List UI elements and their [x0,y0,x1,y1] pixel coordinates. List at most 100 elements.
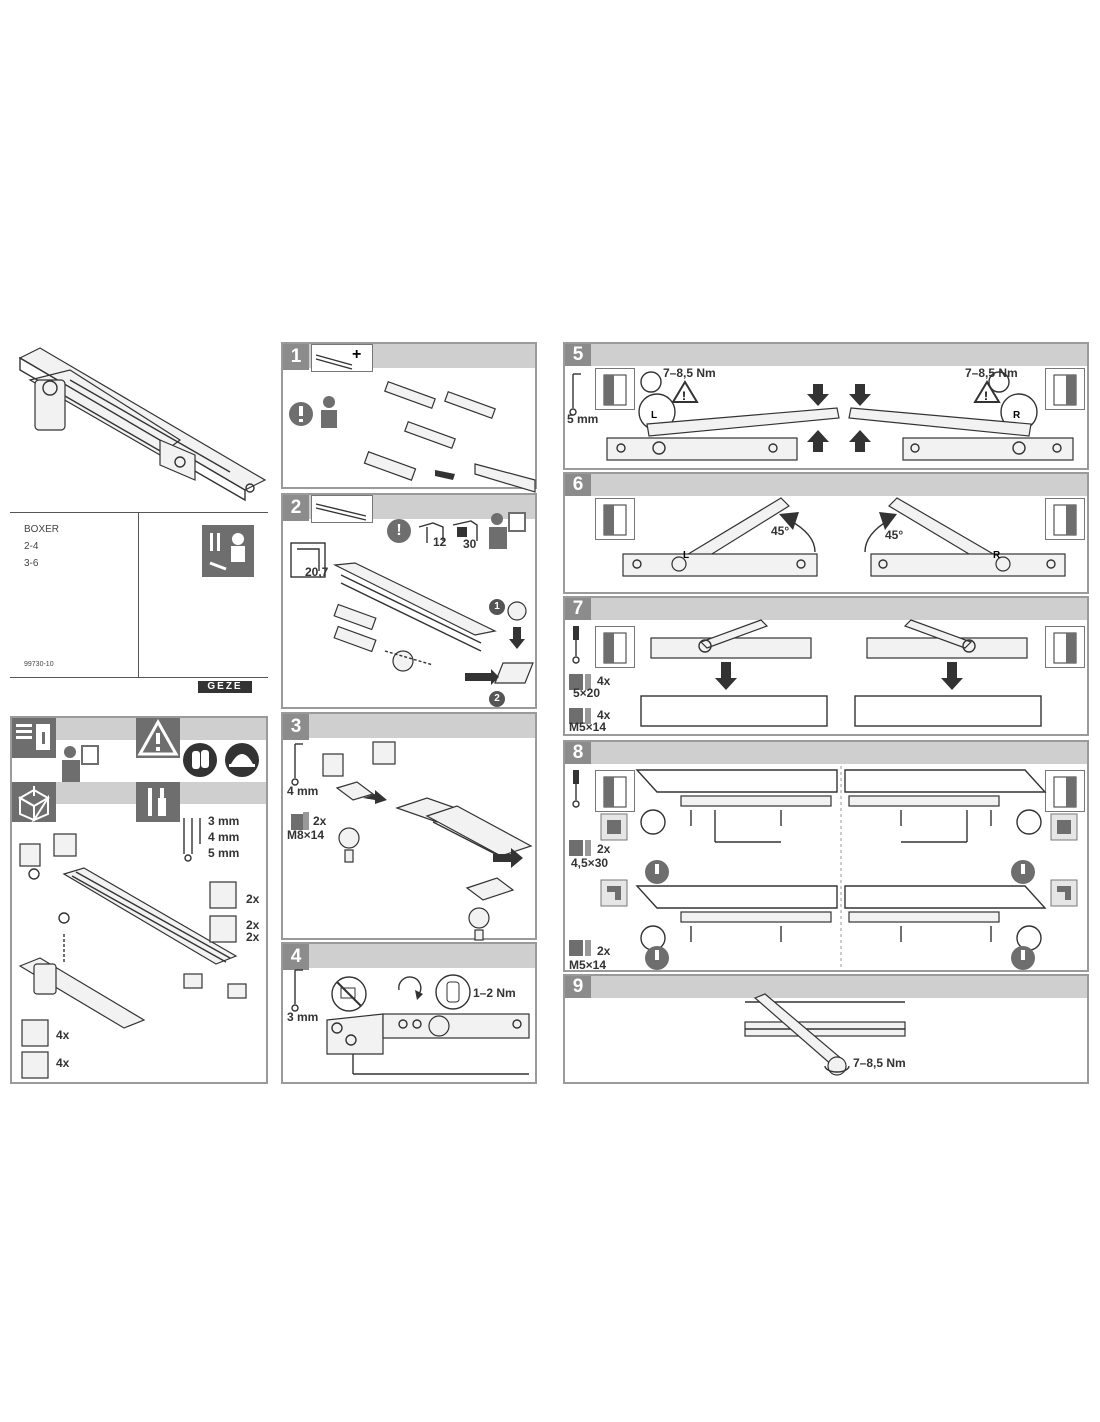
step-5-number: 5 [565,344,591,366]
hex-key-icon [183,818,201,862]
step-3-drawing [322,741,533,941]
rail-screw-count-1: 2x [246,892,260,906]
step-3-band [283,714,535,738]
step-1-drawing [289,380,536,493]
step-8-panel: 8 2x 4,5×30 2x M5×14 [563,740,1089,972]
product-size-2: 3-6 [24,558,39,569]
attention-icon: ! [387,519,411,543]
step-9-number: 9 [565,976,591,998]
brand-logo: GEZE [198,681,252,693]
step-7-count-a: 4x [597,674,611,688]
step-8-drawing [635,766,1047,972]
cover-product-illustration [10,340,270,510]
step-8-size-a: 4,5×30 [571,856,609,870]
step-3-number: 3 [283,714,309,740]
step-5-panel: 5 5 mm 7–8,5 Nm 7–8,5 Nm ! L ! R [563,342,1089,470]
step-5-drawing: ! L ! R [606,371,1074,461]
installer-tools-icon [202,525,254,577]
step-7-panel: 7 4x 5×20 4x M5×14 [563,596,1089,736]
screw-pack-icon-8b [569,940,591,956]
svg-text:!: ! [682,389,686,403]
step-2-number: 2 [283,495,309,521]
step-7-band [565,598,1087,620]
door-right-icon-6 [1045,498,1085,540]
dim-12-profile-icon [418,522,444,543]
tool-size-3mm: 3 mm [208,814,240,828]
door-right-icon [1045,368,1085,410]
rail-plus-parts-box: + [311,344,373,372]
step-8-size-b: M5×14 [569,958,607,972]
step-9-panel: 9 7–8,5 Nm [563,974,1089,1084]
step-3-screw-size: M8×14 [287,828,325,842]
document-number: 99730-10 [24,661,54,668]
step-9-torque: 7–8,5 Nm [853,1056,906,1070]
step-1-number: 1 [283,344,309,370]
instruction-book-icon [12,718,56,758]
step-7-drawing [640,619,1042,727]
hex-key-icon-4 [291,969,303,1012]
warning-triangle-icon [136,718,180,758]
gloves-icon [182,742,218,778]
side-label-right: R [1013,410,1021,421]
reading-person-icon [60,744,104,784]
prep-parts-drawing [18,833,247,1079]
tool-size-4mm: 4 mm [208,830,240,844]
step-7-size-a: 5×20 [573,686,601,700]
step-7-count-b: 4x [597,708,611,722]
screwdriver-icon-7 [572,626,580,664]
end-cap-icon-left [600,879,628,907]
cover-divider-top [10,512,268,513]
rail-screw-count-2: 2x [246,918,260,932]
step-9-drawing [744,993,906,1076]
step-4-tool-size: 3 mm [287,1010,319,1024]
svg-text:!: ! [984,389,988,403]
step-6-angle-left: 45° [771,524,790,538]
reading-person-icon-2 [489,512,526,549]
profile-20-7-icon [290,542,326,578]
step-8-count-a: 2x [597,842,611,856]
screw-pack-icon-7a [569,674,591,690]
door-right-icon-7 [1045,626,1085,668]
screw-pack-icon-8a [569,840,591,856]
dim-30-profile-icon [452,520,478,541]
side-label-left: L [651,410,657,421]
step-6-band [565,474,1087,496]
unpack-box-icon [12,782,56,823]
door-left-icon-6 [595,498,635,540]
step-6-drawing: L R [622,497,1066,577]
step-3-screw-count: 2x [313,814,327,828]
sequence-badge-2: 2 [489,691,505,707]
step-2-drawing [332,562,534,685]
tighten-arrow-icon [398,976,423,1000]
sequence-badge-1: 1 [489,599,505,615]
step-7-size-b: M5×14 [569,720,607,734]
dimension-30: 30 [463,537,477,551]
body-screw-count-2: 4x [56,1056,70,1070]
preparation-panel: 3 mm 4 mm 5 mm 2x 2x 2x 4x 4x [10,716,268,1084]
screw-pack-icon [291,812,309,830]
rail-box [311,495,373,523]
helmet-icon [224,742,260,778]
hand-torque-icon [435,974,471,1010]
hex-key-icon-3 [291,743,303,786]
svg-text:+: + [352,346,361,363]
step-1-panel: 1 + [281,342,537,493]
step-4-number: 4 [283,944,309,970]
step-6-panel: 6 45° 45° L R [563,472,1089,594]
step-3-panel: 3 4 mm 2x M8×14 [281,712,537,941]
step-4-band [283,944,535,968]
step-9-band [565,976,1087,998]
dimension-12: 12 [433,535,447,549]
step-8-number: 8 [565,742,591,764]
tool-size-5mm: 5 mm [208,846,240,860]
step-8-band [565,742,1087,764]
step-5-tool-size: 5 mm [567,412,599,426]
side-label-left-6: L [683,550,689,561]
door-left-icon-8 [595,770,635,812]
door-right-icon-8 [1045,770,1085,812]
screwdriver-icon-8 [572,770,580,808]
step-2-panel: 2 ! 12 30 20,7 1 2 [281,493,537,709]
step-5-torque-left: 7–8,5 Nm [663,366,716,380]
step-8-count-b: 2x [597,944,611,958]
rail-screw-count-3: 2x [246,930,260,944]
